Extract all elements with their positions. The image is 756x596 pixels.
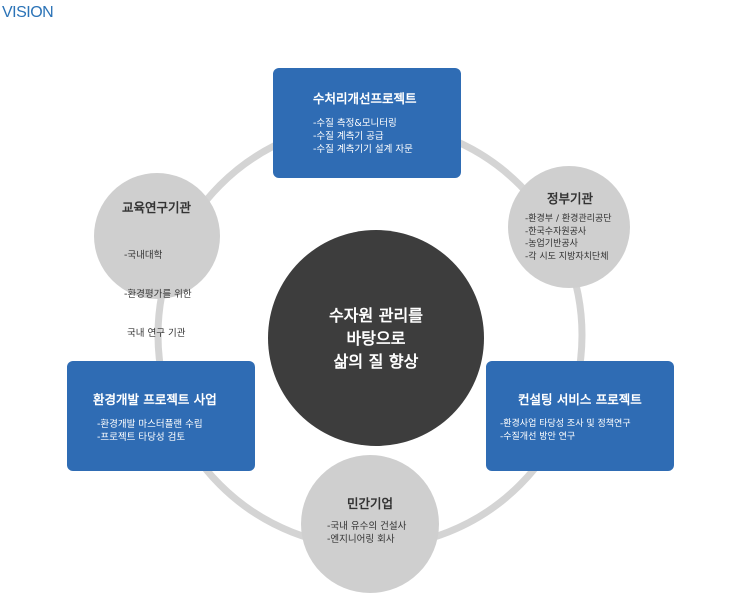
node-consulting: 컨설팅 서비스 프로젝트 -환경사업 타당성 조사 및 정책연구 -수질개선 방…: [486, 361, 674, 471]
node-title: 교육연구기관: [122, 200, 192, 215]
node-list: -국내대학 -환경평가를 위한 국내 연구 기관: [124, 223, 220, 366]
center-vision-circle: 수자원 관리를 바탕으로 삶의 질 향상: [268, 230, 484, 446]
list-item: -각 시도 지방자치단체: [525, 251, 609, 262]
list-item: -환경부 / 환경관리공단: [525, 214, 612, 224]
list-item: -프로젝트 타당성 검토: [97, 432, 186, 443]
list-item: -국내 유수의 건설사: [327, 521, 407, 532]
node-list: -환경사업 타당성 조사 및 정책연구 -수질개선 방안 연구: [500, 418, 674, 444]
center-line: 바탕으로: [346, 328, 406, 348]
list-item: -수질 측정&모니터링: [313, 118, 397, 129]
list-item: -농업기반공사: [525, 239, 578, 249]
node-title: 민간기업: [347, 496, 394, 511]
node-education-research: 교육연구기관 -국내대학 -환경평가를 위한 국내 연구 기관: [94, 173, 220, 339]
node-list: -환경개발 마스터플랜 수립 -프로젝트 타당성 검토: [97, 418, 255, 444]
page-title: VISION: [2, 4, 54, 21]
list-item: -엔지니어링 회사: [327, 534, 395, 545]
list-item: -수질 계측기기 설계 자문: [313, 144, 413, 155]
node-title: 환경개발 프로젝트 사업: [93, 392, 217, 407]
node-private-companies: 민간기업 -국내 유수의 건설사 -엔지니어링 회사: [301, 455, 439, 593]
node-government: 정부기관 -환경부 / 환경관리공단 -한국수자원공사 -농업기반공사 -각 시…: [508, 166, 630, 288]
center-line: 수자원 관리를: [329, 305, 423, 325]
list-item: -환경평가를 위한: [124, 289, 192, 300]
node-title: 정부기관: [547, 191, 594, 206]
list-item: -한국수자원공사: [525, 226, 587, 237]
list-item: 국내 연구 기관: [124, 328, 186, 339]
node-list: -국내 유수의 건설사 -엔지니어링 회사: [327, 520, 439, 546]
list-item: -환경사업 타당성 조사 및 정책연구: [500, 419, 631, 429]
node-environment-development: 환경개발 프로젝트 사업 -환경개발 마스터플랜 수립 -프로젝트 타당성 검토: [67, 361, 255, 471]
center-line: 삶의 질 향상: [333, 351, 419, 371]
node-title: 수처리개선프로젝트: [313, 91, 417, 106]
list-item: -수질 계측기 공급: [313, 131, 384, 142]
list-item: -환경개발 마스터플랜 수립: [97, 419, 203, 430]
node-title: 컨설팅 서비스 프로젝트: [518, 392, 642, 407]
list-item: -국내대학: [124, 250, 163, 261]
list-item: -수질개선 방안 연구: [500, 432, 576, 442]
node-list: -환경부 / 환경관리공단 -한국수자원공사 -농업기반공사 -각 시도 지방자…: [525, 213, 630, 263]
node-list: -수질 측정&모니터링 -수질 계측기 공급 -수질 계측기기 설계 자문: [313, 117, 461, 156]
node-water-treatment: 수처리개선프로젝트 -수질 측정&모니터링 -수질 계측기 공급 -수질 계측기…: [273, 68, 461, 178]
